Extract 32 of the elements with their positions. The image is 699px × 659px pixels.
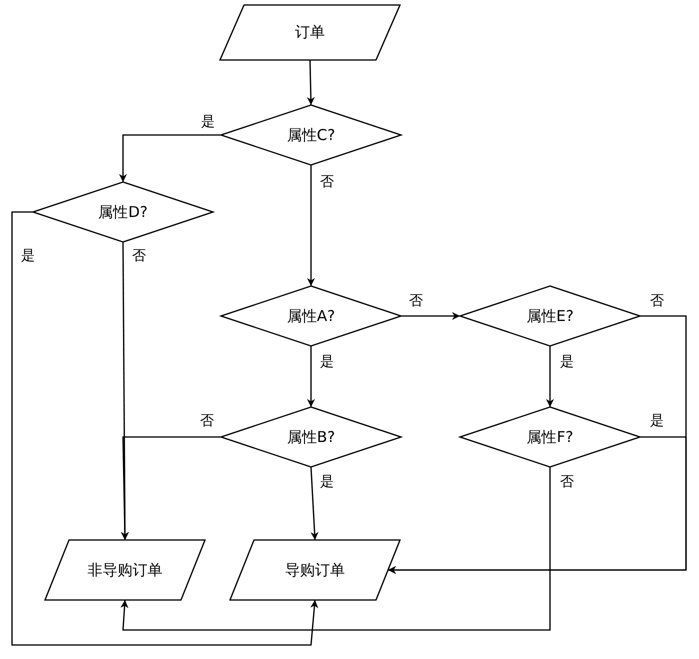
edge-label: 否 xyxy=(199,413,215,429)
arrow xyxy=(310,466,319,540)
edge-label: 否 xyxy=(319,174,335,190)
edge-label: 否 xyxy=(649,293,665,309)
node-label: 非导购订单 xyxy=(88,560,162,580)
node-label: 属性A? xyxy=(286,306,336,326)
node-label: 属性D? xyxy=(98,202,148,222)
edge-label: 是 xyxy=(649,413,665,429)
edge-label: 是 xyxy=(20,248,36,264)
edge-label: 是 xyxy=(559,354,575,370)
arrow xyxy=(401,312,460,320)
arrow xyxy=(307,165,315,286)
arrow xyxy=(306,60,315,106)
node-label: 导购订单 xyxy=(285,560,345,580)
node-label: 属性C? xyxy=(286,126,336,144)
edge-label: 否 xyxy=(408,293,424,309)
arrow xyxy=(307,346,315,407)
arrow xyxy=(120,436,221,540)
node-label: 属性B? xyxy=(286,428,336,446)
edge-label: 否 xyxy=(131,248,147,264)
arrow xyxy=(546,346,554,407)
arrow xyxy=(119,134,221,182)
node-label: 属性F? xyxy=(526,428,574,446)
edge-label: 是 xyxy=(319,354,335,370)
arrow xyxy=(11,211,318,646)
edge-label: 否 xyxy=(559,474,575,490)
arrow xyxy=(120,467,551,631)
node-label: 属性E? xyxy=(526,306,574,326)
edge-label: 是 xyxy=(319,474,335,490)
edge-label: 是 xyxy=(200,114,216,130)
arrow xyxy=(388,436,687,574)
node-label: 订单 xyxy=(295,23,325,42)
